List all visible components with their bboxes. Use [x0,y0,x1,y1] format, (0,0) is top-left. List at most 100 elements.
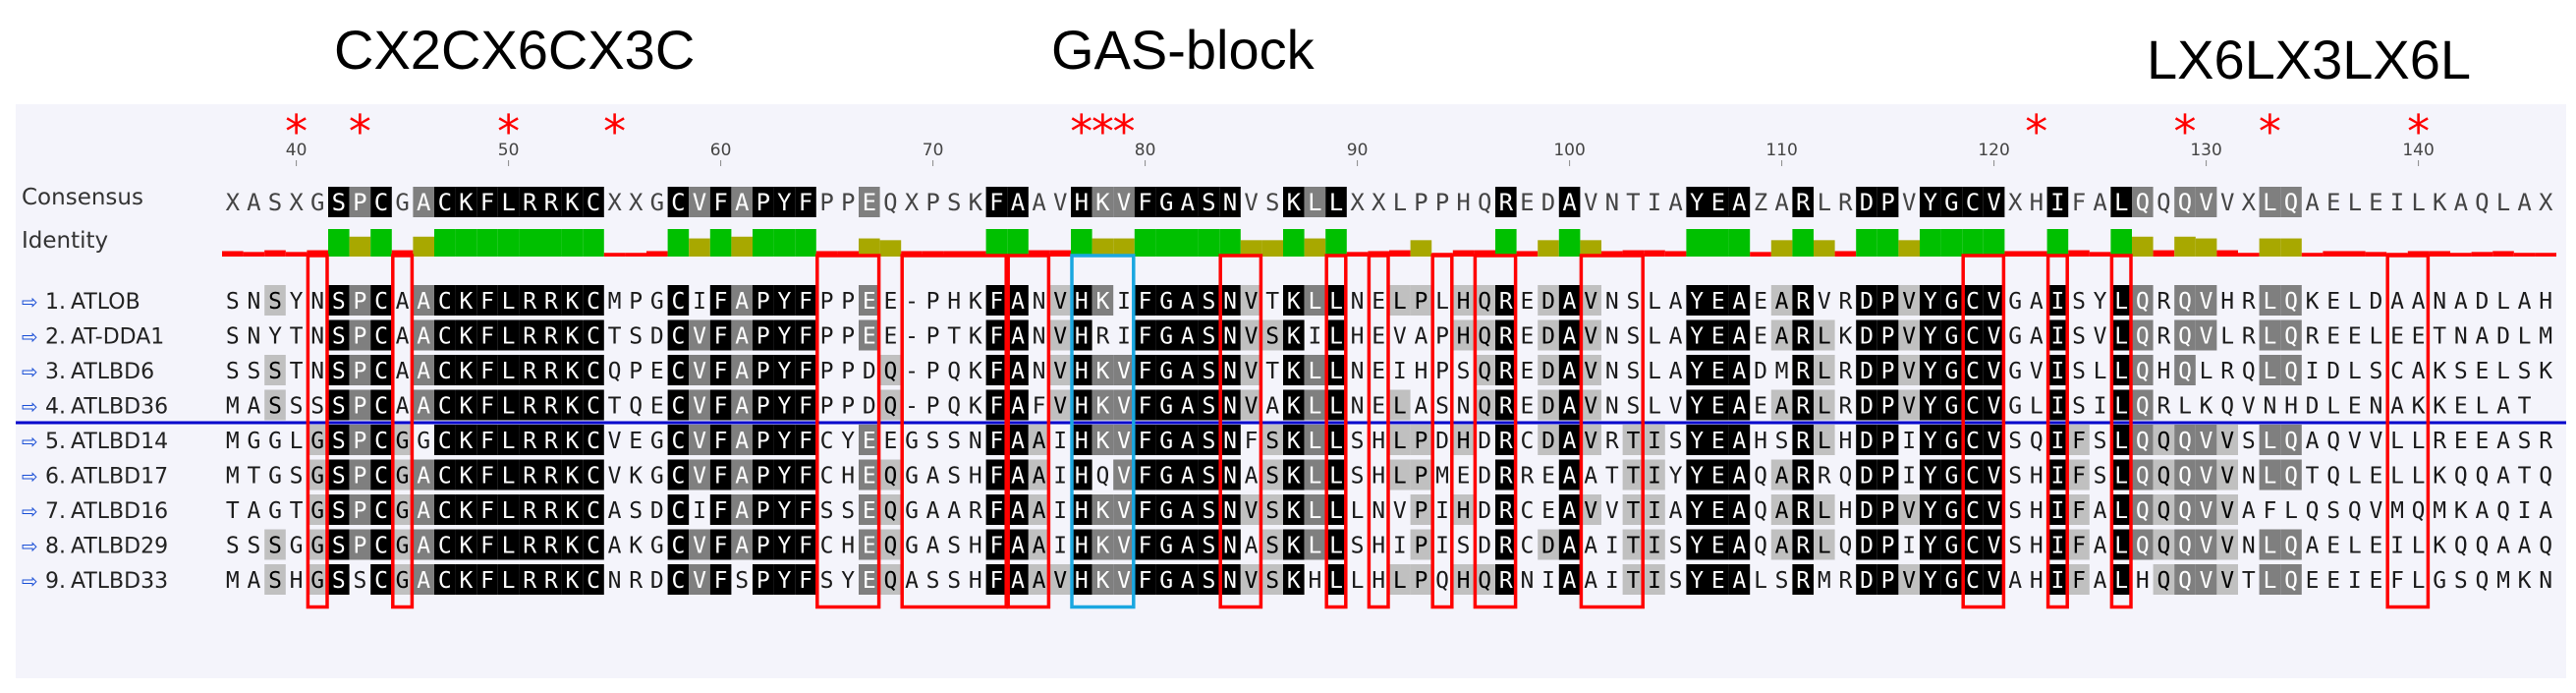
residue-bg [795,459,816,491]
residue: C [587,568,600,594]
residue: I [2050,534,2064,559]
identity-bar [2513,253,2536,257]
residue-bg [1940,389,1963,421]
identity-bar [2259,238,2281,257]
residue: D [1541,359,1555,384]
residue: P [926,359,940,384]
consensus-residue: R [1796,189,1811,216]
residue: C [587,359,600,384]
residue: V [2200,464,2213,490]
residue: D [1478,464,1491,490]
residue: Q [883,498,897,524]
residue: S [629,498,643,524]
residue-bg [540,319,562,351]
residue-bg [2046,355,2069,385]
identity-bar [943,251,965,257]
residue: V [1117,568,1131,594]
residue: I [1648,429,1661,454]
residue-bg [709,494,732,525]
residue: E [863,324,876,350]
residue-bg [1495,425,1517,455]
consensus-residue: E [2369,189,2382,216]
residue: K [2412,394,2426,420]
residue-bg [540,494,562,525]
residue: V [1053,568,1067,594]
residue: A [1011,394,1025,420]
identity-bar [1664,251,1687,257]
residue-bg [1580,285,1601,316]
residue-bg [1474,285,1495,316]
residue: T [290,359,304,384]
residue: L [1308,429,1321,454]
residue: M [1818,568,1831,594]
identity-bar [625,253,646,257]
consensus-residue: I [1648,189,1661,216]
residue: T [1626,429,1640,454]
residue: P [1414,498,1428,524]
residue-bg [709,389,732,421]
residue-bg [1092,529,1114,560]
residue: S [2072,289,2086,315]
consensus-residue: Q [2284,189,2298,216]
residue: V [1053,394,1067,420]
consensus-residue: G [650,189,664,216]
residue: I [1053,464,1067,490]
residue: D [1478,534,1491,559]
residue-bg [859,459,880,491]
residue: T [247,464,260,490]
residue: A [1181,359,1195,384]
residue: G [905,534,919,559]
residue: P [1435,324,1449,350]
residue: H [2220,289,2234,315]
residue: H [1838,429,1852,454]
residue: Q [947,359,961,384]
residue: R [523,289,536,315]
residue: R [1796,534,1810,559]
residue: Y [1924,568,1937,594]
residue-bg [561,285,584,316]
consensus-residue: P [819,189,833,216]
residue: A [905,568,919,594]
conserved-residue-star: * [285,105,308,158]
residue: A [1732,394,1746,420]
residue: V [1245,359,1259,384]
residue-bg [1007,425,1029,455]
residue-bg [985,355,1008,385]
residue-bg [583,494,604,525]
residue-bg [2046,285,2069,316]
residue-bg [1983,355,2005,385]
consensus-cell-bg [859,187,880,217]
consensus-residue: G [1159,189,1173,216]
residue-bg [1622,529,1645,560]
residue-bg [1049,285,1071,316]
residue-bg [561,564,584,595]
residue: F [480,429,494,454]
residue: E [883,324,897,350]
residue: A [1033,429,1046,454]
residue: M [2433,498,2446,524]
residue: A [2475,498,2489,524]
residue-bg [328,389,350,421]
residue-bg [2259,459,2281,491]
residue-bg [1155,355,1177,385]
residue: K [1095,498,1109,524]
residue: C [374,429,388,454]
consensus-residue: F [2072,189,2086,216]
identity-bar [2344,251,2366,257]
residue: H [2030,464,2044,490]
residue: E [1754,324,1767,350]
residue-bg [667,389,690,421]
residue: C [587,498,600,524]
consensus-residue: L [2496,189,2510,216]
ruler-label: 50 [498,141,520,160]
residue: A [1775,324,1789,350]
residue: F [989,568,1003,594]
residue: N [2242,464,2256,490]
residue-bg [1962,459,1984,491]
residue: N [1223,429,1237,454]
identity-bar [1538,240,1559,257]
consensus-cell-bg [2110,187,2132,217]
residue: A [1011,498,1025,524]
residue: F [989,534,1003,559]
residue-bg [370,425,392,455]
